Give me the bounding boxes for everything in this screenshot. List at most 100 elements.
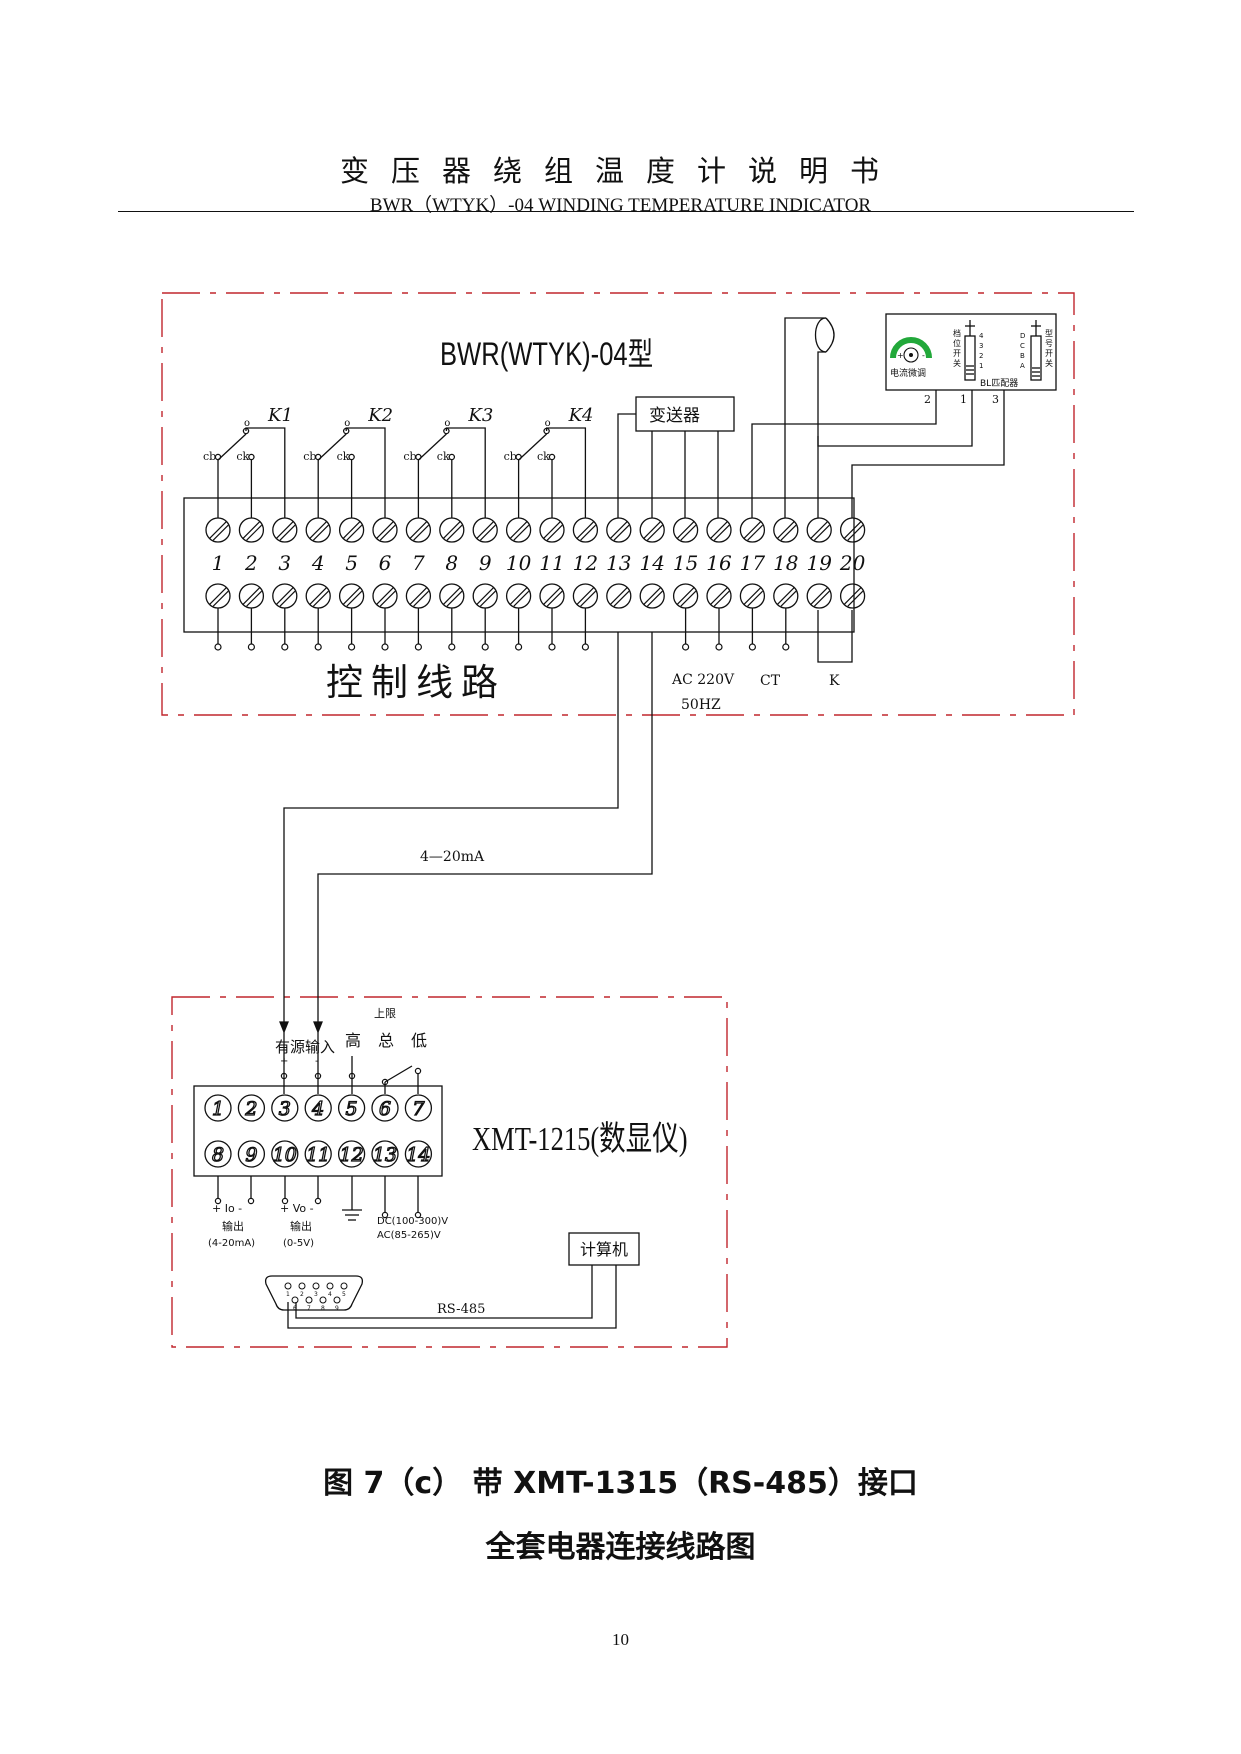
db9-pin <box>298 1282 306 1290</box>
xmt-pin-end <box>414 1067 422 1075</box>
db9-pin <box>312 1282 320 1290</box>
rs485-label: RS-485 <box>437 1302 485 1317</box>
xmt-terminal: 4 <box>304 1094 332 1122</box>
type-letter: D <box>1020 332 1025 340</box>
terminal-number: 9 <box>479 551 492 575</box>
terminal-screw-top <box>372 517 398 543</box>
terminal-number: 20 <box>839 551 866 575</box>
db9-pin-number: 4 <box>328 1291 332 1298</box>
terminal-lead-end <box>681 643 690 651</box>
current-adjust-gauge <box>890 337 932 363</box>
computer-box <box>568 1232 640 1266</box>
relay-contact-o: o <box>244 418 250 429</box>
relay-contact-ck: ck <box>437 450 450 463</box>
relay-label: K1 <box>267 405 293 426</box>
terminal-number: 3 <box>278 551 291 575</box>
terminal-screw-bottom <box>238 583 265 609</box>
xmt-lead-end <box>214 1197 222 1205</box>
terminal-screw-top <box>706 517 732 543</box>
terminal-screw-top <box>739 517 766 543</box>
terminal-lead-end <box>348 643 356 651</box>
terminal-lead-end <box>581 643 590 651</box>
terminal-screw-top <box>338 517 365 543</box>
terminal-screw-bottom <box>338 583 365 609</box>
relay-k4 <box>515 427 587 518</box>
terminal-screw-top <box>205 517 231 543</box>
db9-pin <box>326 1282 334 1290</box>
terminal-screw-bottom <box>205 583 231 609</box>
terminal-number: 1 <box>212 551 225 575</box>
gear-switch-char: 关 <box>953 358 961 368</box>
terminal-screw-bottom <box>439 583 465 609</box>
header-title-cn: 变压器绕组温度计说明书 <box>339 154 901 188</box>
control-circuit-label: 控制线路 <box>326 661 506 704</box>
computer-label: 计算机 <box>580 1240 628 1259</box>
io-range-label: (4-20mA) <box>208 1238 255 1249</box>
header-title-en: BWR（WTYK）-04 WINDING TEMPERATURE INDICAT… <box>369 195 872 216</box>
relay-contact-o: o <box>344 418 350 429</box>
terminal-screw-top <box>238 517 265 543</box>
gear-number: 1 <box>979 362 983 370</box>
gear-switch-char: 档 <box>953 328 961 338</box>
db9-pin-number: 3 <box>314 1291 318 1298</box>
power-label-2: 50HZ <box>681 697 721 713</box>
db9-connector <box>264 1275 364 1311</box>
terminal-lead-end <box>548 643 556 651</box>
xmt-terminal-number: 3 <box>279 1098 291 1120</box>
relay-label: K4 <box>568 405 594 426</box>
terminal-screw-bottom <box>472 583 498 609</box>
top-unit-model: BWR(WTYK)-04型 <box>440 337 653 372</box>
xmt-terminal-number: 10 <box>273 1144 297 1166</box>
xmt-terminal-number: 7 <box>412 1098 425 1120</box>
terminal-screw-bottom <box>773 583 799 609</box>
type-letter: B <box>1020 352 1025 360</box>
xmt-terminal-number: 5 <box>346 1098 358 1120</box>
terminal-lead-end <box>314 643 322 651</box>
xmt-terminal-number: 6 <box>379 1098 391 1120</box>
terminal-screw-bottom <box>272 583 298 609</box>
terminal-number: 5 <box>345 551 358 575</box>
gear-number: 4 <box>979 332 984 340</box>
xmt-lead-end <box>381 1211 389 1219</box>
bottom-unit-frame <box>171 996 728 1348</box>
total-label: 总 <box>378 1031 394 1050</box>
gear-switch-char: 开 <box>953 349 961 358</box>
xmt-terminal-number: 13 <box>373 1144 397 1166</box>
db9-pin <box>340 1282 348 1290</box>
type-switch-char: 号 <box>1045 339 1053 348</box>
transmitter-label: 变送器 <box>649 406 700 426</box>
xmt-terminal-number: 2 <box>244 1098 257 1120</box>
terminal-lead-end <box>281 643 289 651</box>
terminal-number: 19 <box>806 551 832 575</box>
terminal-screw-bottom <box>405 583 432 609</box>
db9-pin <box>333 1296 341 1304</box>
terminal-screw-top <box>572 517 599 543</box>
high-label: 高 <box>345 1031 361 1050</box>
gear-number: 3 <box>979 342 983 350</box>
upper-limit-label: 上限 <box>374 1007 396 1020</box>
db9-pin <box>284 1282 292 1290</box>
terminal-number: 4 <box>311 551 325 575</box>
terminal-lead-end <box>782 643 790 651</box>
caption-line-1: 图 7（c） 带 XMT-1315（RS-485）接口 <box>323 1466 918 1501</box>
relay-contact-ck: ck <box>537 450 550 463</box>
terminal-screw-bottom <box>606 583 632 609</box>
terminal-screw-bottom <box>305 583 331 609</box>
power-dc-label: DC(100-300)V <box>377 1216 448 1227</box>
terminal-screw-top <box>272 517 298 543</box>
type-switch-char: 开 <box>1045 349 1053 358</box>
xmt-terminal: 9 <box>237 1140 266 1168</box>
terminal-screw-bottom <box>639 583 665 609</box>
relay-k3 <box>415 427 486 518</box>
xmt-terminal: 10 <box>271 1140 299 1168</box>
k-label: K <box>829 673 840 689</box>
relay-contact-cb: cb <box>403 450 416 463</box>
relay-k1 <box>214 427 286 518</box>
matcher-pin: 1 <box>960 393 967 406</box>
relay-contact-cb: cb <box>303 450 316 463</box>
relay-contact-o: o <box>444 418 450 429</box>
db9-pin <box>305 1296 313 1304</box>
caption-line-2: 全套电器连接线路图 <box>485 1530 756 1565</box>
xmt-terminal-number: 12 <box>340 1144 364 1166</box>
